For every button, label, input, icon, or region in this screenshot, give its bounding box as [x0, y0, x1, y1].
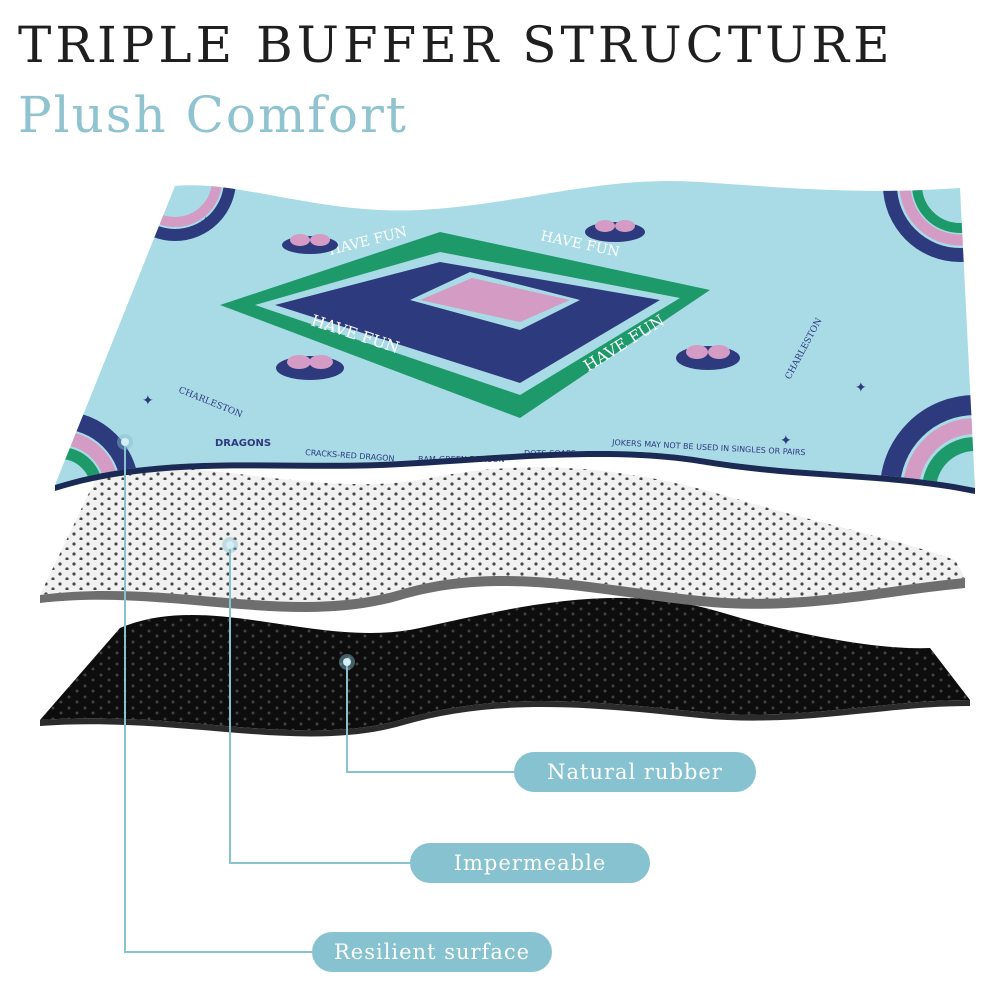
- resilient-surface-label: Resilient surface: [312, 932, 552, 972]
- lotus-icon: [282, 234, 338, 254]
- callout-lines: [124, 442, 514, 953]
- edge-label: DRAGONS: [215, 438, 271, 449]
- callout-dots: [117, 434, 355, 670]
- lotus-icon: [276, 355, 344, 380]
- impermeable-layer: [40, 466, 965, 612]
- lotus-icon: [676, 345, 740, 370]
- butterfly-icon: ✦: [855, 380, 867, 396]
- rubber-layer: [40, 597, 970, 737]
- natural-rubber-label: Natural rubber: [514, 752, 756, 792]
- corner-arc-top-right: [883, 180, 975, 262]
- butterfly-icon: ✦: [142, 393, 154, 409]
- corner-arc-top-left: [114, 180, 236, 241]
- center-diamond: [220, 232, 710, 418]
- impermeable-label: Impermeable: [410, 843, 650, 883]
- page-title: TRIPLE BUFFER STRUCTURE: [18, 16, 894, 74]
- page-subtitle: Plush Comfort: [18, 86, 408, 144]
- butterfly-icon: ✦: [200, 214, 212, 230]
- lotus-icon: [585, 220, 645, 242]
- butterfly-icon: ✦: [780, 433, 792, 449]
